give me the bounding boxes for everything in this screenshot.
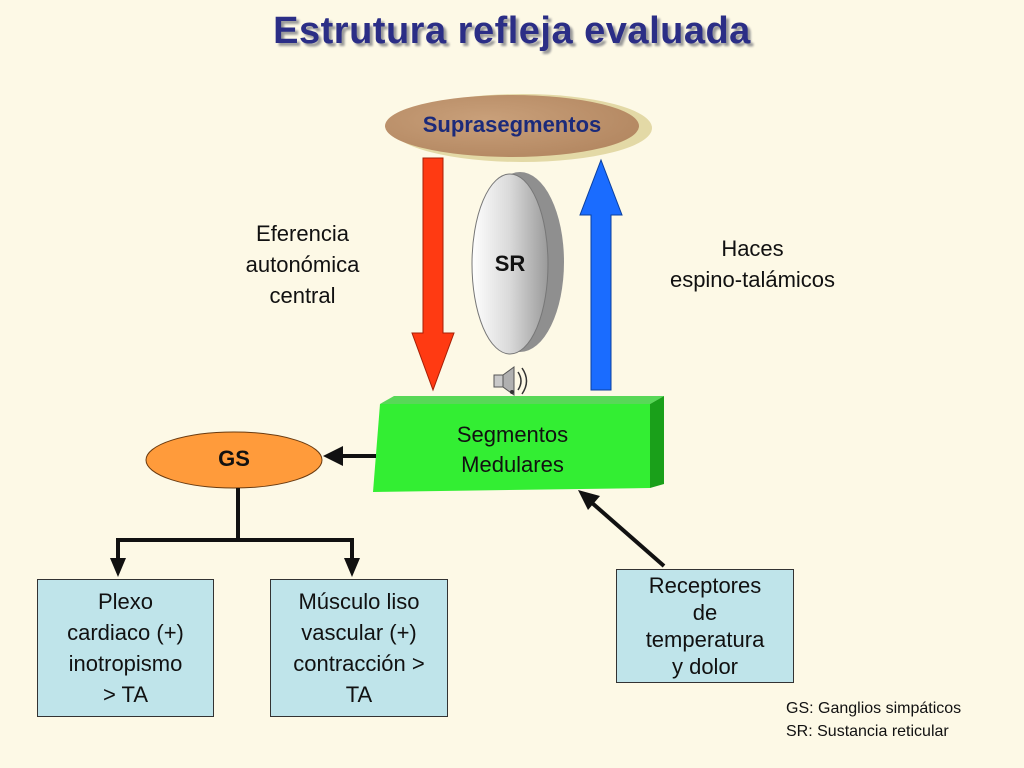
segmentos-box-side (650, 396, 664, 488)
sr-disk (471, 173, 549, 355)
segmentos-medulares-label: Segmentos Medulares (456, 422, 569, 477)
receptores-box: Receptores de temperatura y dolor (616, 569, 794, 683)
segmentos-box-top (380, 396, 664, 404)
segmentos-to-gs-arrowhead (323, 446, 343, 466)
haces-label: Haces espino-talámicos (669, 236, 836, 292)
legend: GS: Ganglios simpáticos SR: Sustancia re… (786, 697, 1016, 743)
plexo-cardiaco-box: Plexo cardiaco (+) inotropismo > TA (37, 579, 214, 717)
legend-sr: SR: Sustancia reticular (786, 723, 949, 740)
gs-ellipse (145, 431, 323, 489)
receptores-to-segmentos-line (589, 500, 666, 568)
gs-left-arrowhead (110, 558, 126, 577)
sr-label: SR (494, 251, 526, 276)
receptores-to-segmentos-arrowhead (578, 490, 600, 510)
gs-right-arrowhead (344, 558, 360, 577)
efferent-down-arrow (411, 157, 455, 392)
afferent-up-arrow (579, 158, 623, 391)
suprasegmentos-label: Suprasegmentos (422, 112, 602, 137)
speaker-icon (493, 366, 528, 396)
legend-gs: GS: Ganglios simpáticos (786, 700, 962, 717)
slide-title: Estrutura refleja evaluada (273, 10, 751, 52)
musculo-liso-box: Músculo liso vascular (+) contracción > … (270, 579, 448, 717)
suprasegmentos-ellipse (385, 95, 639, 157)
eferencia-label: Eferencia autonómica central (245, 221, 360, 308)
gs-label: GS (218, 446, 250, 471)
segmentos-box-front (373, 404, 650, 492)
